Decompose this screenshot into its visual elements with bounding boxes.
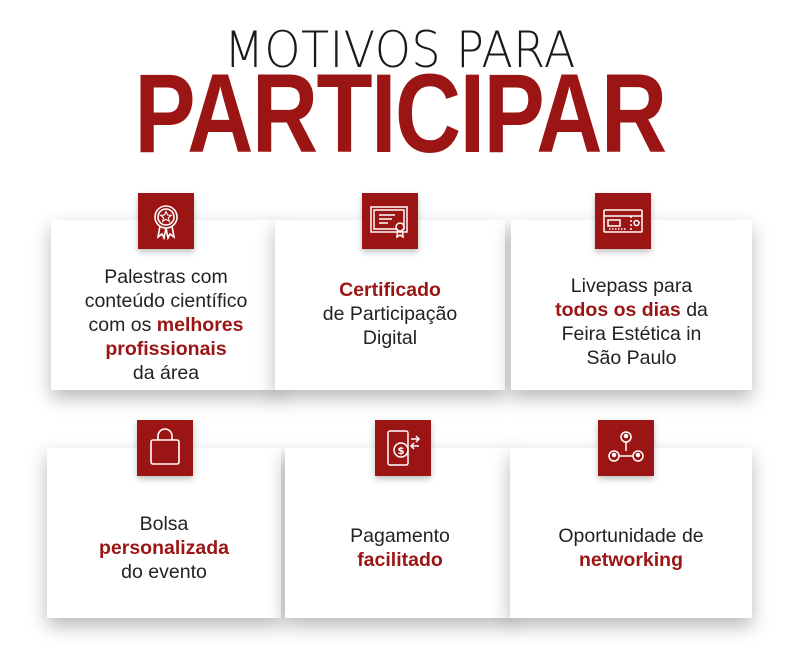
- card-text-highlight: todos os dias: [555, 299, 681, 321]
- card-text-line: Palestras com: [104, 266, 228, 288]
- card-bag-text: Bolsa personalizada do evento: [47, 512, 281, 584]
- card-text-line: com os melhores: [51, 313, 281, 337]
- card-text-line: Feira Estética in: [561, 323, 702, 345]
- card-certificate-text: Certificado de Participação Digital: [275, 278, 505, 350]
- card-text-highlight: Certificado: [339, 279, 441, 301]
- card-text-line: de Participação: [322, 303, 458, 325]
- heading-line-2: PARTICIPAR: [134, 51, 667, 176]
- award-ribbon-icon: [138, 193, 194, 249]
- shopping-bag-icon: [137, 420, 193, 476]
- card-text-line: todos os dias da: [511, 298, 752, 322]
- card-payment: Pagamento facilitado: [285, 448, 515, 618]
- card-text-line: Pagamento: [350, 525, 450, 547]
- card-text-highlight: profissionais: [105, 338, 227, 360]
- card-networking: Oportunidade de networking: [510, 448, 752, 618]
- card-text-line: conteúdo científico: [84, 290, 248, 312]
- card-bag: Bolsa personalizada do evento: [47, 448, 281, 618]
- card-text-plain: com os: [88, 314, 157, 336]
- heading-line-1: MOTIVOS PARA: [224, 21, 576, 79]
- card-payment-text: Pagamento facilitado: [285, 524, 515, 572]
- card-text-highlight: melhores: [156, 314, 244, 336]
- card-text-line: Oportunidade de: [558, 525, 704, 547]
- mobile-payment-icon: $: [375, 420, 431, 476]
- card-text-line: da área: [132, 362, 200, 384]
- networking-icon: [598, 420, 654, 476]
- card-text-line: Digital: [362, 327, 418, 349]
- card-text-line: São Paulo: [586, 347, 677, 369]
- card-text-highlight: personalizada: [98, 537, 230, 559]
- card-lectures-text: Palestras com conteúdo científico com os…: [51, 265, 281, 385]
- card-networking-text: Oportunidade de networking: [510, 524, 752, 572]
- card-text-highlight: networking: [578, 549, 683, 571]
- card-text-line: do evento: [121, 561, 207, 583]
- card-livepass-text: Livepass para todos os dias da Feira Est…: [511, 274, 752, 370]
- svg-text:$: $: [398, 446, 405, 457]
- card-text-line: Bolsa: [139, 513, 189, 535]
- card-text-line: Livepass para: [570, 275, 693, 297]
- ticket-icon: [595, 193, 651, 249]
- card-text-plain: da: [680, 299, 708, 321]
- card-text-highlight: facilitado: [357, 549, 443, 571]
- certificate-icon: [362, 193, 418, 249]
- card-certificate: Certificado de Participação Digital: [275, 220, 505, 390]
